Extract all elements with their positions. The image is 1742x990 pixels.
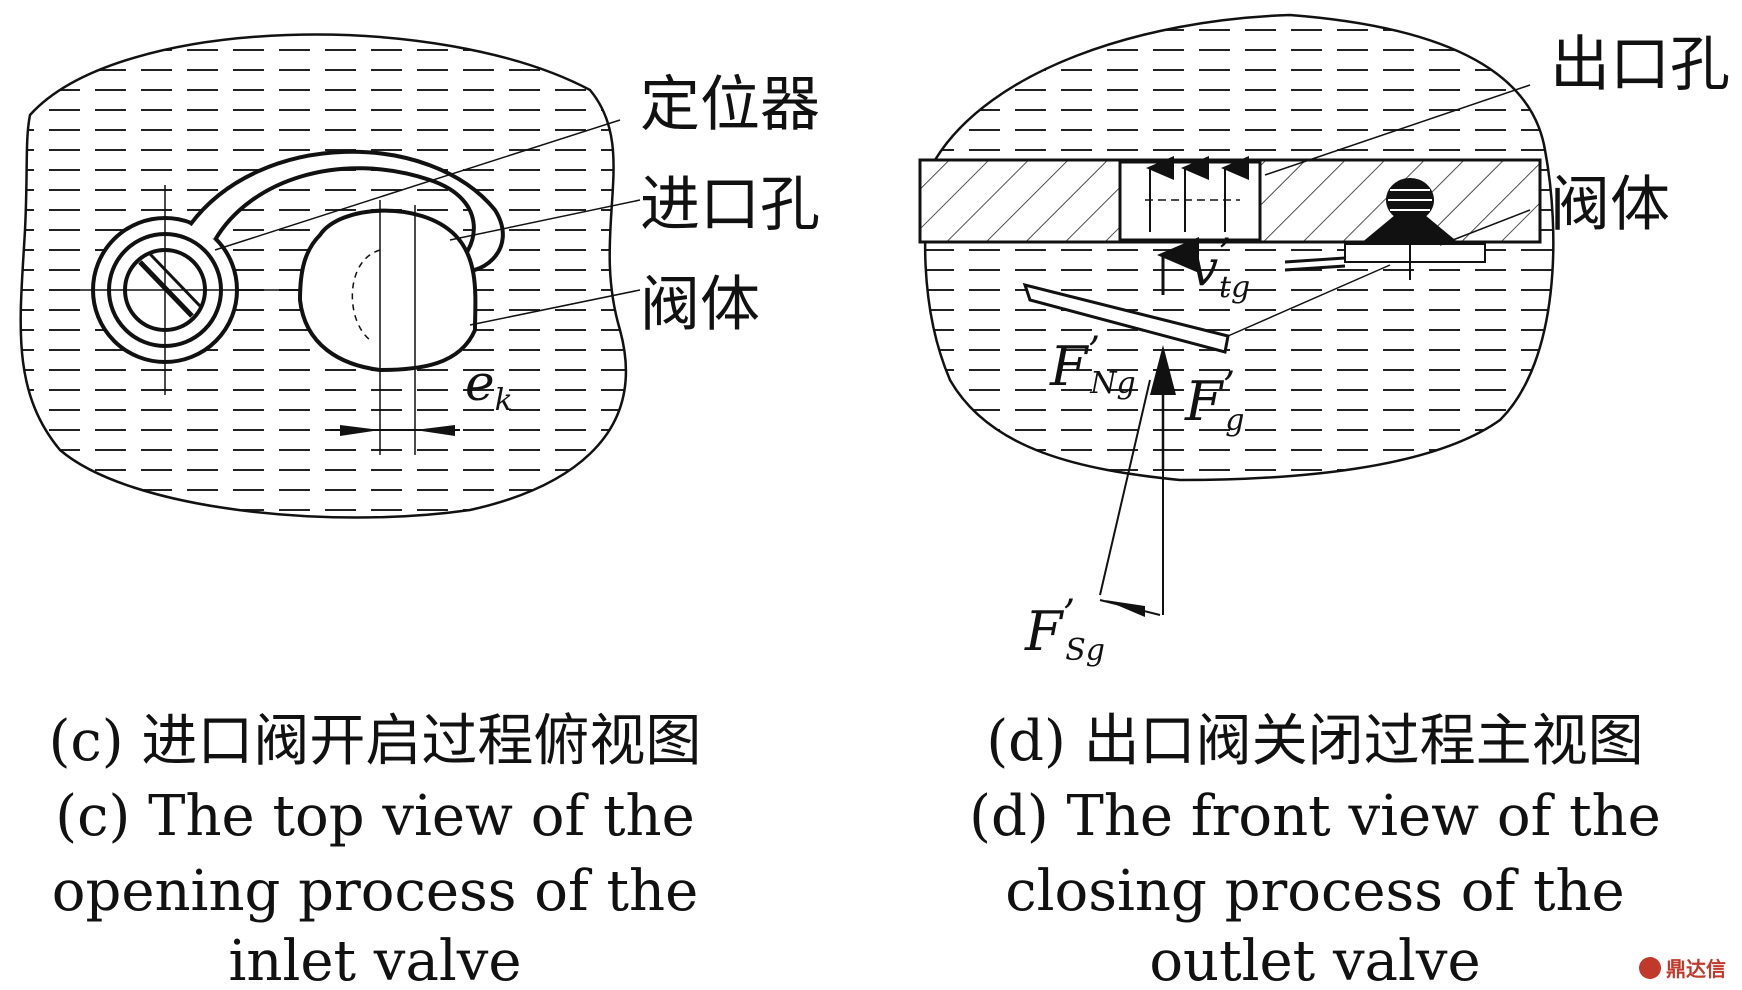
watermark-text: 鼎达信 <box>1666 957 1726 981</box>
caption-c-en-1: (c) The top view of the <box>55 784 694 849</box>
caption-d-en-1: (d) The front view of the <box>969 784 1661 849</box>
ek-arrow-right <box>415 425 455 436</box>
locator-shape <box>80 185 300 395</box>
valve-body-d <box>1284 178 1486 280</box>
panel-d-diagram <box>918 13 1555 617</box>
valve-body-c <box>297 208 478 373</box>
fluid-region-d <box>925 15 1554 480</box>
label-inlet-hole: 进口孔 <box>640 170 820 240</box>
leader-valve-d <box>1439 209 1531 246</box>
caption-d-en-3: outlet valve <box>1149 929 1480 990</box>
v-symbol: v <box>1190 239 1218 297</box>
label-fng: F’Ng <box>1049 329 1136 401</box>
watermark-logo-icon <box>1639 957 1661 979</box>
leader-flap <box>1227 264 1391 337</box>
fg-symbol: F <box>1184 370 1225 433</box>
caption-c-en-2: opening process of the <box>52 859 698 924</box>
label-outlet-hole: 出口孔 <box>1550 30 1730 100</box>
fsg-symbol: F <box>1024 600 1065 663</box>
boundary-c <box>19 33 627 519</box>
label-locator: 定位器 <box>640 70 820 140</box>
label-valve-body-c: 阀体 <box>640 270 760 340</box>
fg-prime: ’ <box>1222 364 1235 410</box>
caption-d-en-2: closing process of the <box>1005 859 1624 924</box>
v-sub: tg <box>1219 270 1250 305</box>
force-fng-line <box>1099 379 1151 596</box>
leader-outlet <box>1264 84 1531 176</box>
panel-c-diagram <box>19 33 641 519</box>
force-fsg-arrowhead <box>1105 600 1145 617</box>
outlet-hole <box>1118 160 1262 242</box>
fng-prime: ’ <box>1087 329 1100 375</box>
valve-flap <box>1022 282 1230 354</box>
label-valve-body-d: 阀体 <box>1550 170 1670 240</box>
label-v-tg: v’tg <box>1190 231 1250 305</box>
watermark: 鼎达信 <box>1639 957 1726 981</box>
leader-valve <box>469 289 641 326</box>
label-fg: F’g <box>1184 364 1244 438</box>
inlet-hole-outline <box>351 249 381 341</box>
fg-sub: g <box>1225 403 1244 438</box>
caption-c-en-3: inlet valve <box>228 929 521 990</box>
fsg-prime: ’ <box>1062 592 1075 638</box>
label-ek: ek <box>465 354 513 418</box>
caption-c-cn: (c) 进口阀开启过程俯视图 <box>49 709 702 774</box>
force-fg-arrowhead <box>1150 345 1176 395</box>
ek-sub: k <box>495 383 513 418</box>
boundary-d <box>923 13 1555 482</box>
fng-symbol: F <box>1049 335 1090 398</box>
fng-sub: Ng <box>1089 366 1135 401</box>
fsg-sub: Sg <box>1065 633 1105 668</box>
v-prime: ’ <box>1218 231 1231 277</box>
ek-arrow-left <box>340 425 380 436</box>
ek-symbol: e <box>465 354 495 412</box>
caption-d-cn: (d) 出口阀关闭过程主视图 <box>986 709 1643 774</box>
label-fsg: F’Sg <box>1024 592 1105 668</box>
leader-locator <box>214 119 621 251</box>
leader-inlet <box>449 199 641 241</box>
